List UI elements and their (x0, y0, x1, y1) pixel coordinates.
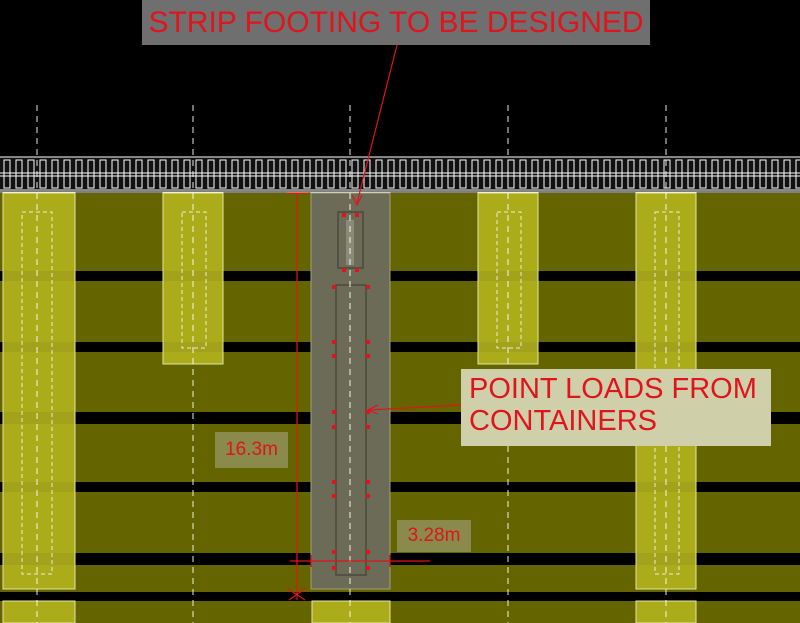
beam-tie (723, 159, 731, 189)
pad-footing-e (2, 600, 76, 623)
beam-tie (519, 159, 527, 189)
beam-tie (675, 159, 683, 189)
callout-line-1: POINT LOADS FROM (469, 373, 757, 405)
beam-tie (303, 159, 311, 189)
beam-tie (735, 159, 743, 189)
beam-tie (579, 159, 587, 189)
beam-tie (51, 159, 59, 189)
beam-tie (87, 159, 95, 189)
beam-tie (627, 159, 635, 189)
beam-tie (783, 159, 791, 189)
beam-tie (387, 159, 395, 189)
beam-tie (267, 159, 275, 189)
pad-footing-a (2, 192, 76, 590)
beam-tie (447, 159, 455, 189)
title-leader (356, 44, 398, 204)
beam-tie (591, 159, 599, 189)
beam-tie (483, 159, 491, 189)
beam-tie (15, 159, 23, 189)
beam-tie (795, 159, 800, 189)
annotations (286, 44, 463, 601)
beam-tie (27, 159, 35, 189)
strip-inner-a (337, 211, 364, 269)
beam-tie (195, 159, 203, 189)
aisle-bands (0, 271, 800, 601)
callout-line-2: CONTAINERS (469, 405, 657, 437)
title-label: STRIP FOOTING TO BE DESIGNED (142, 0, 650, 45)
beam-ties (3, 159, 800, 189)
beam-tie (759, 159, 767, 189)
gridlines (36, 105, 667, 623)
beam-tie (411, 159, 419, 189)
beam-tie (327, 159, 335, 189)
beam-tie (63, 159, 71, 189)
beam-tie (111, 159, 119, 189)
beam-tie (663, 159, 671, 189)
pad-footing-b (162, 192, 224, 365)
beam-tie (291, 159, 299, 189)
strip-inner-b (335, 284, 367, 576)
beam-tie (339, 159, 347, 189)
beam-tie (231, 159, 239, 189)
point-loads (332, 213, 370, 570)
point-loads-callout: POINT LOADS FROM CONTAINERS (461, 369, 771, 446)
beam-tie (207, 159, 215, 189)
beam-tie (471, 159, 479, 189)
beam-tie (39, 159, 47, 189)
beam-tie (399, 159, 407, 189)
beam-tie (75, 159, 83, 189)
beam-tie (279, 159, 287, 189)
beam-tie (435, 159, 443, 189)
beam-tie (3, 159, 11, 189)
beam-tie (615, 159, 623, 189)
length-dimension-label: 16.3m (215, 432, 288, 468)
beam-tie (567, 159, 575, 189)
beam-tie (423, 159, 431, 189)
beam-tie (375, 159, 383, 189)
beam-tie (351, 159, 359, 189)
beam-tie (543, 159, 551, 189)
beam-tie (99, 159, 107, 189)
beam-tie (699, 159, 707, 189)
beam-tie (123, 159, 131, 189)
beam-tie (219, 159, 227, 189)
beam-tie (243, 159, 251, 189)
beam-tie (639, 159, 647, 189)
pad-footing-g (311, 600, 391, 623)
beam-tie (135, 159, 143, 189)
pad-footing-c (477, 192, 539, 365)
beam-tie (255, 159, 263, 189)
beam-tie (315, 159, 323, 189)
beam-tie (555, 159, 563, 189)
beam-tie (747, 159, 755, 189)
beam-tie (771, 159, 779, 189)
beam-tie (159, 159, 167, 189)
beam-tie (651, 159, 659, 189)
beam-tie (459, 159, 467, 189)
width-dimension-label: 3.28m (397, 520, 471, 552)
beam-tie (183, 159, 191, 189)
beam-tie (147, 159, 155, 189)
beam-tie (531, 159, 539, 189)
beam-tie (603, 159, 611, 189)
beam-tie (495, 159, 503, 189)
beam (0, 156, 800, 193)
beam-tie (171, 159, 179, 189)
beam-tie (711, 159, 719, 189)
callout-leader (367, 404, 463, 411)
beam-tie (687, 159, 695, 189)
